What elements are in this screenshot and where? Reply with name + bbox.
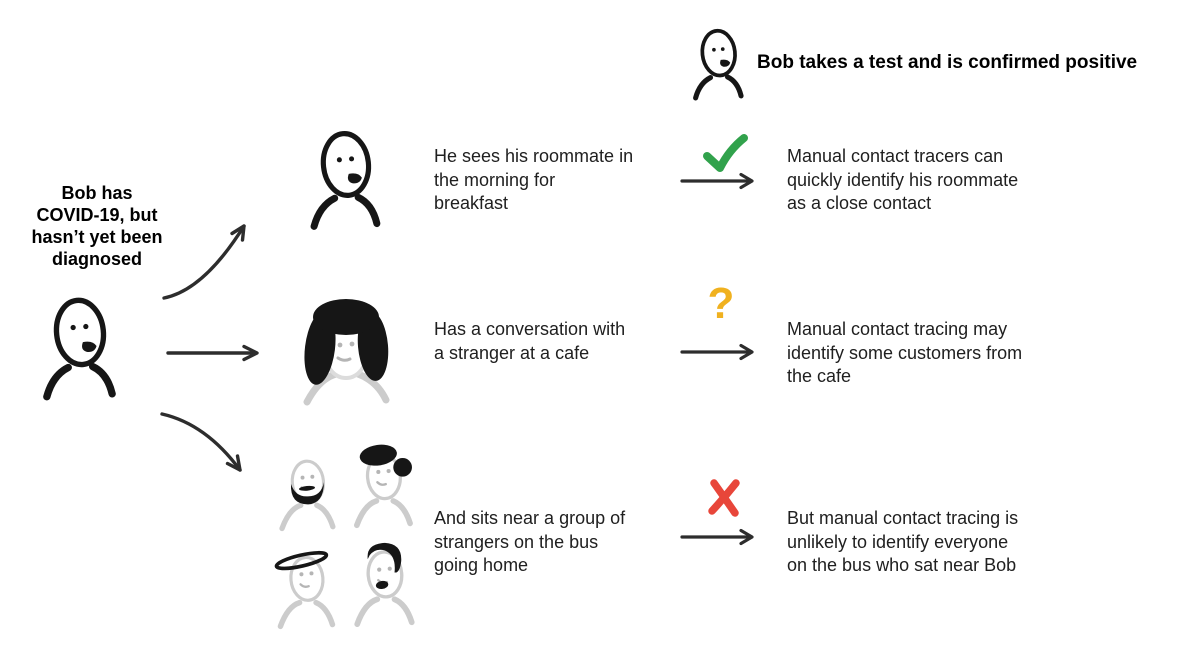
result-line: identify some customers from xyxy=(787,342,1023,363)
result-line: as a close contact xyxy=(787,193,932,213)
arrow-up-icon xyxy=(162,224,246,300)
bob-caption-line: Bob has xyxy=(61,183,133,203)
scene-line: strangers on the bus xyxy=(434,531,599,552)
result-line: Manual contact tracing may xyxy=(787,319,1008,339)
result-text-roommate: Manual contact tracers can quickly ident… xyxy=(787,145,1018,216)
question-mark-icon: ? xyxy=(707,279,735,328)
scene-line: He sees his roommate in xyxy=(434,146,634,166)
bob-person-icon xyxy=(690,26,746,102)
bus-person-quiff-icon xyxy=(351,542,417,628)
scene-line: a stranger at a cafe xyxy=(434,342,590,363)
result-line: unlikely to identify everyone xyxy=(787,531,1009,552)
scene-text-bus: And sits near a group of strangers on th… xyxy=(434,507,625,578)
bob-person-icon xyxy=(40,292,118,404)
scene-line: going home xyxy=(434,555,529,575)
bob-caption: Bob has COVID-19, but hasn’t yet been di… xyxy=(8,182,186,270)
result-line: But manual contact tracing is xyxy=(787,508,1019,528)
scene-line: And sits near a group of xyxy=(434,508,626,528)
arrow-right-icon xyxy=(680,172,754,190)
result-line: the cafe xyxy=(787,366,852,386)
arrow-right-icon xyxy=(680,528,754,546)
roommate-person-icon xyxy=(305,127,385,232)
scene-line: breakfast xyxy=(434,193,509,213)
scene-line: Has a conversation with xyxy=(434,319,626,339)
check-icon xyxy=(703,134,748,172)
result-text-bus: But manual contact tracing is unlikely t… xyxy=(787,507,1018,578)
result-line: on the bus who sat near Bob xyxy=(787,555,1017,575)
bob-caption-line: diagnosed xyxy=(51,249,142,269)
cross-icon xyxy=(708,479,740,517)
result-line: Manual contact tracers can xyxy=(787,146,1004,166)
scene-text-cafe: Has a conversation with a stranger at a … xyxy=(434,318,625,365)
scene-line: the morning for xyxy=(434,169,556,190)
bob-caption-line: COVID-19, but xyxy=(36,205,158,225)
result-line: quickly identify his roommate xyxy=(787,169,1019,190)
bus-person-cap-icon xyxy=(274,550,341,630)
result-text-cafe: Manual contact tracing may identify some… xyxy=(787,318,1022,389)
header-title: Bob takes a test and is confirmed positi… xyxy=(757,52,1138,73)
bus-person-curly-hair-icon xyxy=(348,444,418,529)
arrow-right-icon xyxy=(680,343,754,361)
bob-caption-line: hasn’t yet been xyxy=(31,227,163,247)
arrow-down-icon xyxy=(160,412,242,472)
arrow-right-icon xyxy=(166,344,259,362)
bus-person-beard-icon xyxy=(272,450,342,532)
cafe-stranger-icon xyxy=(303,299,390,406)
scene-text-roommate: He sees his roommate in the morning for … xyxy=(434,145,633,216)
